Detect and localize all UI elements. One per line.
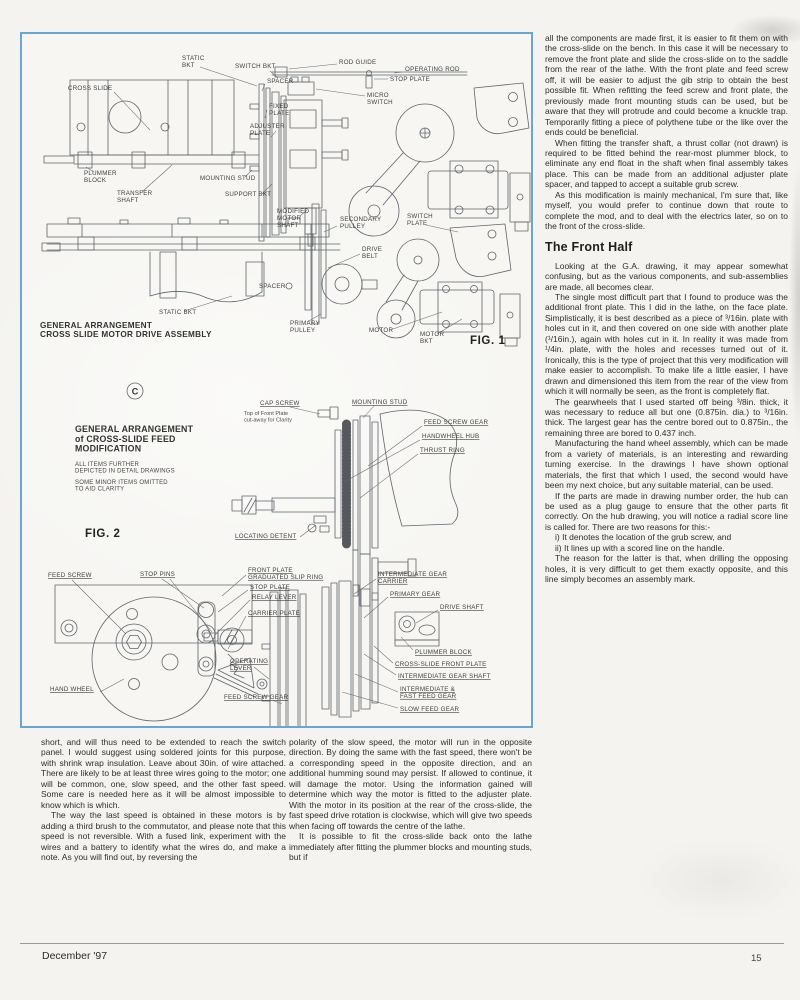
fig2-label-cross-slide-front-plate: CROSS-SLIDE FRONT PLATE [395,661,486,668]
footer-issue-date: December '97 [42,950,108,962]
right-column: all the components are made first, it is… [545,33,788,585]
fig1-label-cross-slide: CROSS SLIDE [68,85,112,92]
fig2-label-intermediate-fast-feed-gear: INTERMEDIATE &FAST FEED GEAR [400,686,457,700]
fig1-label-stop-plate: STOP PLATE [390,76,430,83]
fig1-figure-label: FIG. 1 [470,335,506,347]
fig2-label-feed-screw-gear-top: FEED SCREW GEAR [424,419,489,426]
fig2-label-mounting-stud: MOUNTING STUD [352,399,408,406]
fig1-leader-lines [85,63,463,335]
paragraph: The reason for the latter is that, when … [545,553,788,585]
fig1-label-operating-rod: OPERATING ROD [405,66,460,73]
fig2-label-relay-lever: RELAY LEVER [252,594,297,601]
fig2-label-intermediate-gear-shaft: INTERMEDIATE GEAR SHAFT [398,673,491,680]
fig2-label-handwheel-hub: HANDWHEEL HUB [422,433,479,440]
paragraph: The gearwheels that I used started off b… [545,396,788,438]
fig2-label-stop-plate: STOP PLATE [250,584,290,591]
fig1-label-motor: MOTOR [369,327,393,334]
paragraph: When fitting the transfer shaft, a thrus… [545,137,788,190]
fig2-label-plummer-block: PLUMMER BLOCK [415,649,473,656]
fig1-label-spacer-side: SPACER [259,283,286,290]
fig2-label-hand-wheel: HAND WHEEL [50,686,94,693]
fig2-copyright-symbol: C [132,387,139,397]
section-heading: The Front Half [545,239,633,254]
paragraph: As this modification is mainly mechanica… [545,189,788,232]
paragraph: ii) It lines up with a scored line on th… [555,542,725,553]
fig1-label-mounting-stud: MOUNTING STUD [200,175,256,182]
fig1-label-spacer-top: SPACER [267,78,294,85]
fig1-side-view-drawing [41,203,521,347]
fig1-label-switch-bkt: SWITCH BKT [235,63,276,70]
bottom-left-column: short, and will thus need to be extended… [41,737,286,862]
paragraph: short, and will thus need to be extended… [41,737,286,810]
fig2-label-slow-feed-gear: SLOW FEED GEAR [400,706,459,713]
fig2-label-drive-shaft: DRIVE SHAFT [440,604,484,611]
fig2-label-carrier-plate: CARRIER PLATE [248,610,300,617]
paragraph: i) It denotes the location of the grub s… [555,532,732,543]
fig1-plan-view-drawing [43,66,531,247]
fig2-figure-label: FIG. 2 [85,528,121,540]
fig1-label-static-bkt-side: STATIC BKT [159,309,196,316]
paragraph: If the parts are made in drawing number … [545,490,788,532]
fig2-label-thrust-ring: THRUST RING [420,447,465,454]
fig2-leader-lines [71,405,439,709]
paragraph: polarity of the slow speed, the motor wi… [289,737,532,831]
fig2-label-cap-screw: CAP SCREW [260,400,300,407]
footer-page-number: 15 [751,953,762,964]
fig1-label-rod-guide: ROD GUIDE [339,59,376,66]
footer-rule [20,943,784,944]
fig2-label-stop-pins: STOP PINS [140,571,175,578]
paragraph: The way the last speed is obtained in th… [41,810,286,862]
fig1-label-support-bkt: SUPPORT BKT [225,191,271,198]
bottom-middle-column: polarity of the slow speed, the motor wi… [289,737,532,862]
fig2-label-primary-gear: PRIMARY GEAR [390,591,441,598]
paragraph: all the components are made first, it is… [545,33,788,138]
paragraph: It is possible to fit the cross-slide ba… [289,831,532,862]
paragraph: The single most difficult part that I fo… [545,291,788,397]
paragraph: Manufacturing the hand wheel assembly, w… [545,438,788,491]
paragraph: Looking at the G.A. drawing, it may appe… [545,260,788,292]
fig2-label-locating-detent: LOCATING DETENT [235,533,296,540]
fig2-label-feed-screw-gear-bottom: FEED SCREW GEAR [224,694,289,701]
fig2-label-feed-screw: FEED SCREW [48,572,92,579]
